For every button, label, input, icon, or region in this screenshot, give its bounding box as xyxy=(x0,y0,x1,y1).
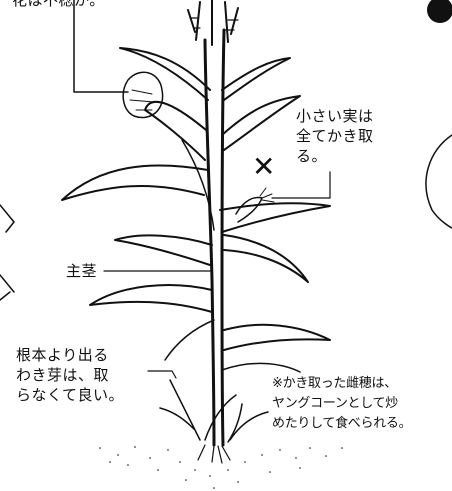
leaf xyxy=(221,57,291,101)
leaf xyxy=(223,234,309,283)
leader-line-side-shoots xyxy=(147,370,177,379)
leaf xyxy=(144,100,207,161)
side-shoots-label: 根本より出る わき芽は、取 らなくて良い。 xyxy=(16,346,125,404)
top-fragment-label: 花は不稔か。 xyxy=(12,0,105,9)
young-corn-note: ※かき取った雌穂は、 ヤングコーンとして炒 めたりして食べられる。 xyxy=(272,376,412,431)
soil xyxy=(99,446,343,489)
main-stalk xyxy=(203,38,216,447)
upper-ear xyxy=(122,71,164,119)
margin-curve xyxy=(425,134,452,229)
cross-mark-icon: ✕ xyxy=(252,150,276,183)
leader-line-small-ear xyxy=(271,171,331,199)
leaf xyxy=(221,362,301,373)
leaf xyxy=(221,95,301,151)
side-shoot xyxy=(159,379,237,441)
roots xyxy=(197,444,231,464)
leaf xyxy=(223,323,331,351)
small-ear-label: 小さい実は 全てかき取 る。 xyxy=(296,107,374,165)
leaf xyxy=(61,164,209,201)
tassel-icon xyxy=(187,0,239,46)
leaf xyxy=(219,202,331,233)
side-shoot xyxy=(227,403,269,443)
bullet-dot-icon xyxy=(427,0,452,23)
small-ear xyxy=(235,196,263,223)
leader-line-top xyxy=(73,0,129,93)
leaf xyxy=(89,284,213,313)
main-stem-label: 主茎 xyxy=(66,262,98,280)
leaf xyxy=(164,319,215,361)
leaf xyxy=(119,47,211,101)
leaf xyxy=(114,234,213,266)
leaf xyxy=(181,139,215,231)
